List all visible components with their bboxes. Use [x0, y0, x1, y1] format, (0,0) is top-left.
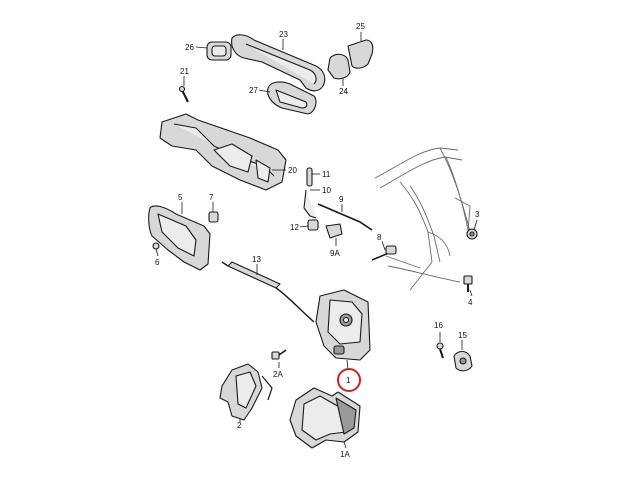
callout-13: 13	[252, 255, 261, 264]
part-13-bowden-cable[interactable]	[221, 261, 315, 323]
callout-3: 3	[475, 210, 480, 219]
callout-8: 8	[377, 233, 382, 242]
part-12-clip[interactable]	[307, 219, 319, 231]
callout-15: 15	[458, 331, 467, 340]
callout-26: 26	[185, 43, 194, 52]
callout-6: 6	[155, 258, 160, 267]
part-2A-bolt[interactable]	[271, 349, 287, 360]
part-5-inner-handle-housing[interactable]	[148, 205, 211, 271]
leader-8	[381, 240, 386, 251]
part-10-rod[interactable]	[303, 189, 317, 219]
callout-5: 5	[178, 193, 183, 202]
part-16-screw[interactable]	[436, 342, 444, 359]
highlight-ring-1	[337, 368, 361, 392]
part-1A-lock-cover[interactable]	[289, 387, 361, 449]
callout-10: 10	[322, 186, 331, 195]
callout-23: 23	[279, 30, 288, 39]
part-23-outer-door-handle[interactable]	[231, 34, 326, 92]
callout-11: 11	[322, 170, 331, 179]
callout-16: 16	[434, 321, 443, 330]
part-20-handle-carrier[interactable]	[159, 113, 287, 191]
callout-25: 25	[356, 22, 365, 31]
part-24-lock-cover[interactable]	[327, 53, 351, 80]
vehicle-body-section	[374, 147, 471, 291]
part-26-handle-gasket[interactable]	[206, 41, 232, 61]
part-15-striker[interactable]	[453, 350, 473, 372]
callout-24: 24	[339, 87, 348, 96]
leader-27	[258, 89, 271, 93]
callout-2A: 2A	[273, 370, 283, 379]
part-2-bracket[interactable]	[219, 363, 273, 421]
leader-6	[155, 248, 159, 257]
callout-9A: 9A	[330, 249, 340, 258]
leader-12	[299, 225, 309, 228]
part-3-grommet[interactable]	[466, 228, 478, 240]
callout-1A: 1A	[340, 450, 350, 459]
callout-12: 12	[290, 223, 299, 232]
part-25-cap[interactable]	[347, 39, 374, 69]
callout-1: 1	[346, 376, 351, 385]
leader-26	[195, 46, 208, 49]
part-11-rod[interactable]	[306, 167, 313, 187]
callout-21: 21	[180, 67, 189, 76]
callout-4: 4	[468, 298, 473, 307]
part-27-handle-gasket[interactable]	[267, 81, 317, 115]
callout-20: 20	[288, 166, 297, 175]
part-6-screw[interactable]	[152, 242, 160, 250]
part-9-rod[interactable]	[317, 203, 373, 231]
part-8-connector[interactable]	[371, 245, 397, 261]
callout-9: 9	[339, 195, 344, 204]
part-21-screw[interactable]	[178, 85, 189, 103]
callout-2: 2	[237, 421, 242, 430]
part-4-bolt[interactable]	[463, 275, 473, 292]
callout-7: 7	[209, 193, 214, 202]
part-1-door-lock[interactable]	[315, 289, 371, 361]
leader-3	[473, 219, 478, 231]
part-9A-clip[interactable]	[325, 223, 343, 239]
leader-1A	[343, 441, 347, 449]
callout-27: 27	[249, 86, 258, 95]
part-7-clip[interactable]	[208, 211, 219, 223]
leader-4	[469, 289, 473, 297]
